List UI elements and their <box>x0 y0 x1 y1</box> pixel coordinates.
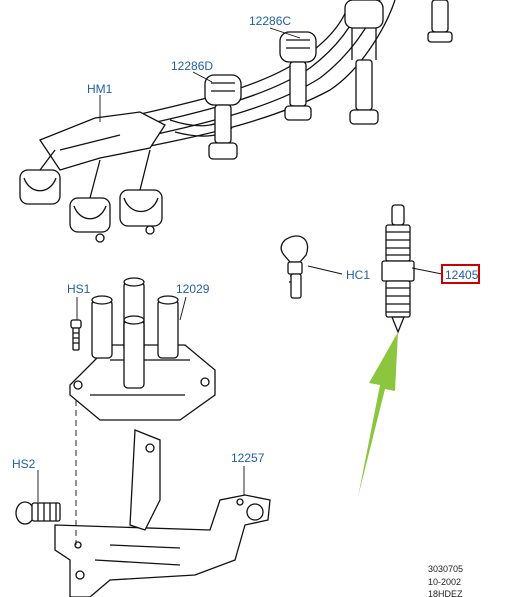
drawing-code: 18HDEZ <box>428 589 463 597</box>
highlight-arrow <box>358 332 398 497</box>
plug-boot-12286D <box>204 74 242 160</box>
spark-plug-12405 <box>381 204 415 334</box>
ignition-coil-12029 <box>69 277 216 421</box>
bracket-12257 <box>54 429 271 597</box>
plug-boot-upper-right <box>344 0 384 125</box>
bolt-HS1 <box>70 319 82 351</box>
callout-HM1: HM1 <box>87 82 113 96</box>
harness-HM1 <box>19 111 166 243</box>
callout-12029: 12029 <box>176 282 210 296</box>
callout-12405: 12405 <box>445 268 479 282</box>
lead-end-top-right <box>427 0 453 43</box>
callout-12286C: 12286C <box>249 14 291 28</box>
highlight-box-12405 <box>441 264 480 284</box>
drawing-date: 10-2002 <box>428 577 461 587</box>
callout-12257: 12257 <box>231 451 265 465</box>
leader-lines <box>37 27 443 502</box>
drawing-number: 3030705 <box>428 564 463 574</box>
callout-HC1: HC1 <box>346 268 370 282</box>
plug-boot-12286C <box>279 31 317 121</box>
callout-HS2: HS2 <box>12 457 36 471</box>
bolt-HS2 <box>15 501 61 525</box>
clip-HC1 <box>280 235 309 299</box>
callout-12286D: 12286D <box>171 59 213 73</box>
ignition-lead-set <box>19 0 453 243</box>
callout-HS1: HS1 <box>67 282 91 296</box>
